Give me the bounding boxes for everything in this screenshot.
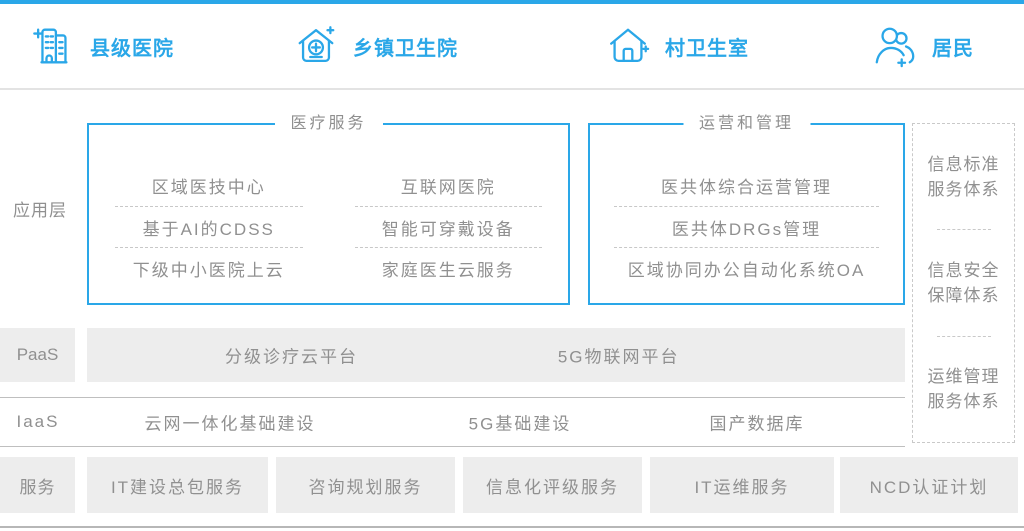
iaas-band: IaaS 云网一体化基础建设 5G基础建设 国产数据库 <box>0 397 905 447</box>
service-systems-sidebar: 信息标准服务体系 信息安全保障体系 运维管理服务体系 <box>912 123 1015 443</box>
entity-label-county-hospital: 县级医院 <box>90 37 174 60</box>
county-hospital-icon <box>33 28 68 64</box>
entity-township-health-center: 乡镇卫生院 <box>293 4 458 88</box>
entity-label-township-health-center: 乡镇卫生院 <box>353 37 458 60</box>
operations-columns: 医共体综合运营管理 医共体DRGs管理 区域协同办公自动化系统OA <box>590 125 903 303</box>
medical-services-col2: 互联网医院 智能可穿戴设备 家庭医生云服务 <box>354 165 542 303</box>
system-separator <box>936 229 991 231</box>
operations-management-title: 运营和管理 <box>682 113 811 135</box>
medical-services-box: 医疗服务 区域医技中心 基于AI的CDSS 下级中小医院上云 互联网医院 智能可… <box>87 113 570 305</box>
medical-services-col1: 区域医技中心 基于AI的CDSS 下级中小医院上云 <box>115 165 303 303</box>
layer-label-paas: PaaS <box>0 328 75 382</box>
iaas-item: 云网一体化基础建设 <box>144 414 316 434</box>
layer-label-services: 服务 <box>0 457 75 513</box>
service-box-consulting-planning: 咨询规划服务 <box>276 457 455 513</box>
app-item: 互联网医院 <box>400 178 496 197</box>
paas-platform: 分级诊疗云平台 <box>225 347 358 367</box>
system-item: 运维管理服务体系 <box>927 367 1000 412</box>
operations-col: 医共体综合运营管理 医共体DRGs管理 区域协同办公自动化系统OA <box>614 165 879 303</box>
service-box-informatization-rating: 信息化评级服务 <box>463 457 642 513</box>
app-item: 医共体DRGs管理 <box>614 206 879 247</box>
township-health-center-icon <box>298 26 335 63</box>
operations-management-box: 运营和管理 医共体综合运营管理 医共体DRGs管理 区域协同办公自动化系统OA <box>588 113 905 305</box>
village-clinic-icon <box>610 28 650 63</box>
entities-header: 县级医院 乡镇卫生院 村卫生室 <box>0 4 1024 88</box>
app-item: 区域医技中心 <box>151 178 266 197</box>
layer-label-iaas: IaaS <box>16 412 60 431</box>
app-item: 区域协同办公自动化系统OA <box>614 247 879 288</box>
header-divider <box>0 88 1024 90</box>
paas-platform: 5G物联网平台 <box>557 347 680 367</box>
residents-icon <box>875 27 915 68</box>
entity-county-hospital: 县级医院 <box>30 4 174 88</box>
system-item: 信息安全保障体系 <box>927 260 1000 305</box>
app-item: 智能可穿戴设备 <box>354 206 542 247</box>
entity-village-clinic: 村卫生室 <box>605 4 749 88</box>
system-separator <box>936 335 991 337</box>
medical-services-title: 医疗服务 <box>274 113 383 135</box>
service-box-ncd-certification: NCD认证计划 <box>840 457 1018 513</box>
paas-platform-bar: 分级诊疗云平台 5G物联网平台 <box>87 328 905 382</box>
app-item: 家庭医生云服务 <box>354 247 542 288</box>
system-item: 信息标准服务体系 <box>927 154 1000 199</box>
entity-label-residents: 居民 <box>932 37 974 60</box>
bottom-divider <box>0 526 1024 528</box>
top-accent-bar <box>0 0 1024 4</box>
app-item: 医共体综合运营管理 <box>661 178 832 197</box>
medical-services-columns: 区域医技中心 基于AI的CDSS 下级中小医院上云 互联网医院 智能可穿戴设备 … <box>89 125 568 303</box>
entity-label-village-clinic: 村卫生室 <box>665 37 749 60</box>
iaas-item: 5G基础建设 <box>468 414 572 434</box>
app-item: 下级中小医院上云 <box>115 247 303 288</box>
service-box-it-operations: IT运维服务 <box>650 457 834 513</box>
iaas-item: 国产数据库 <box>709 414 805 434</box>
service-box-it-construction: IT建设总包服务 <box>87 457 268 513</box>
app-item: 基于AI的CDSS <box>115 206 303 247</box>
entity-residents: 居民 <box>872 4 974 88</box>
layer-label-application: 应用层 <box>13 201 67 220</box>
